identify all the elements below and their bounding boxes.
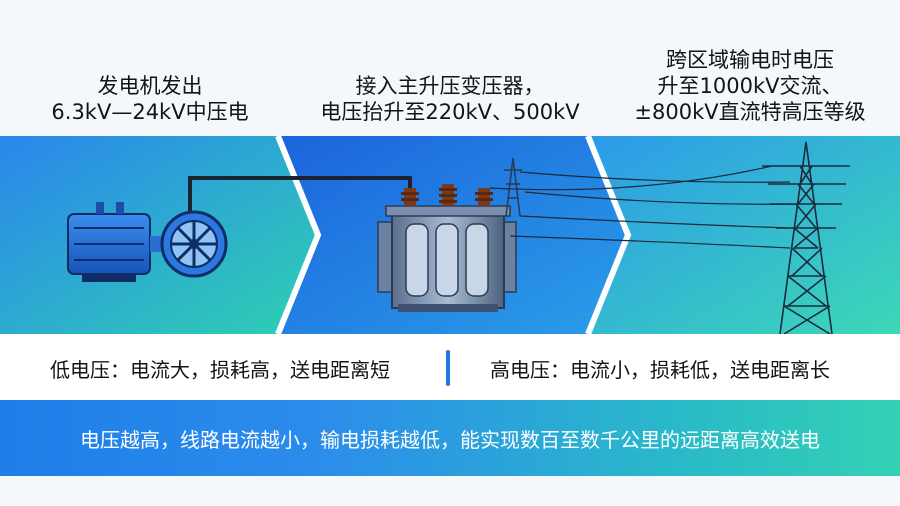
- transmission-panel: [588, 136, 900, 334]
- bushing: [439, 184, 457, 206]
- transmission-tower-icon: [762, 141, 850, 334]
- bottom-margin: [0, 476, 900, 506]
- generator-caption-line-1: 发电机发出: [97, 74, 203, 98]
- transmission-lines: [489, 165, 801, 249]
- voltage-comparison: 低电压：电流大，损耗高，送电距离短 高电压：电流小，损耗低，送电距离长: [0, 334, 900, 400]
- transformer-caption-line-2: 电压抬升至220kV、500kV: [320, 100, 580, 124]
- low-voltage-text: 低电压：电流大，损耗高，送电距离短: [50, 358, 390, 382]
- summary-text: 电压越高，线路电流越小，输电损耗越低，能实现数百至数千公里的远距离高效送电: [80, 428, 820, 452]
- transmission-caption: 跨区域输电时电压 升至1000kV交流、 ±800kV直流特高压等级: [600, 36, 900, 136]
- transmission-caption-line-1: 跨区域输电时电压: [666, 48, 834, 72]
- transformer-icon: [377, 184, 517, 312]
- transmission-caption-line-3: ±800kV直流特高压等级: [634, 100, 866, 124]
- bushing: [401, 188, 419, 206]
- bushing: [475, 188, 493, 206]
- small-pylon: [504, 157, 522, 217]
- generator-panel: [0, 136, 318, 334]
- illustration-band: [0, 136, 900, 334]
- power-cable: [188, 176, 412, 214]
- transmission-caption-line-2: 升至1000kV交流、: [657, 74, 843, 98]
- generator-caption-line-2: 6.3kV—24kV中压电: [51, 100, 249, 124]
- comparison-divider: [446, 350, 450, 386]
- transformer-caption: 接入主升压变压器， 电压抬升至220kV、500kV: [300, 62, 600, 136]
- summary-banner: 电压越高，线路电流越小，输电损耗越低，能实现数百至数千公里的远距离高效送电: [0, 400, 900, 476]
- transformer-caption-line-1: 接入主升压变压器，: [355, 74, 545, 98]
- generator-icon: [67, 202, 228, 282]
- generator-caption: 发电机发出 6.3kV—24kV中压电: [0, 62, 300, 136]
- chevron-arrow-icon: [275, 136, 322, 334]
- chevron-arrow-icon: [585, 136, 632, 334]
- high-voltage-text: 高电压：电流小，损耗低，送电距离长: [490, 358, 830, 382]
